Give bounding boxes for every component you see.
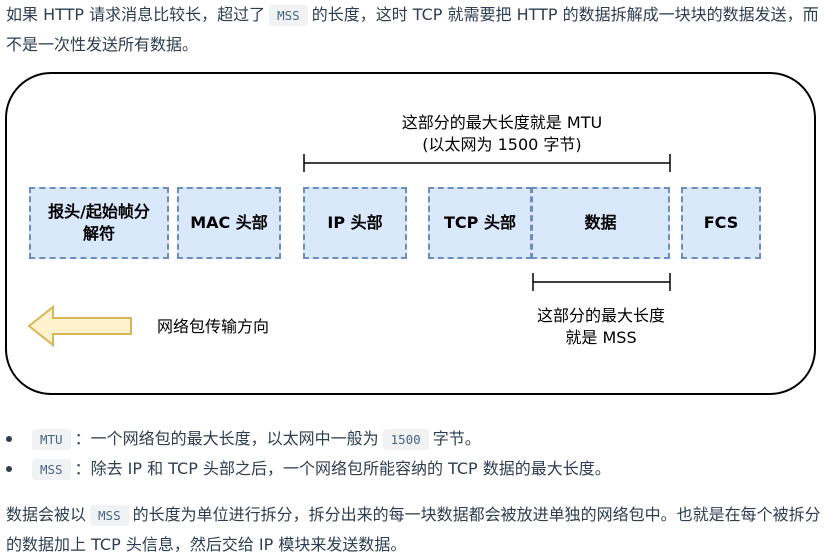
list-text-mtu-2: 字节。 [432,429,481,448]
outro-text-2: 的长度为单位进行拆分，拆分出来的每一块数据都会被放进单独的网络包中。也就是在每个… [6,505,821,554]
mss-label: 这部分的最大长度 就是 MSS [501,305,701,349]
list-item-mss: MSS：除去 IP 和 TCP 头部之后，一个网络包所能容纳的 TCP 数据的最… [0,454,828,484]
preamble-line1: 报头/起始帧分 [48,202,150,221]
mac-header-label: MAC 头部 [190,213,268,232]
mtu-bracket [303,154,671,172]
data-label: 数据 [584,213,617,232]
mtu-label-line1: 这部分的最大长度就是 MTU [401,113,603,132]
bullet-icon [6,436,12,442]
intro-code-mss: MSS [269,5,308,26]
preamble-line2: 解符 [82,224,115,243]
data-box: 数据 [531,187,670,259]
fcs-label: FCS [703,213,739,232]
direction-arrow-icon [27,304,132,348]
direction-label: 网络包传输方向 [157,317,270,336]
mtu-mss-diagram: 这部分的最大长度就是 MTU (以太网为 1500 字节) 报头/起始帧分 解符… [5,72,816,395]
mss-label-line2: 就是 MSS [565,328,637,347]
mss-label-line1: 这部分的最大长度 [536,306,665,325]
bullet-icon [6,466,12,472]
list-text-mtu-1: ：一个网络包的最大长度，以太网中一般为 [74,429,379,448]
list-code-mtu: MTU [32,429,71,450]
intro-text-1: 如果 HTTP 请求消息比较长，超过了 [6,5,266,24]
intro-text-2: 的长度，这时 TCP 就需要把 HTTP 的数据拆解成一块块的数据发送，而不是一… [6,5,819,54]
list-text-mss: ：除去 IP 和 TCP 头部之后，一个网络包所能容纳的 TCP 数据的最大长度… [74,459,611,478]
outro-text-1: 数据会被以 [6,505,87,524]
ip-header-label: IP 头部 [327,213,383,232]
tcp-header-box: TCP 头部 [428,187,532,259]
bracket-lines [27,154,671,348]
list-code-1500: 1500 [382,429,429,450]
mtu-label: 这部分的最大长度就是 MTU (以太网为 1500 字节) [337,112,667,156]
mss-bracket [532,273,671,291]
tcp-header-label: TCP 头部 [444,213,516,232]
fcs-box: FCS [681,187,761,259]
ip-header-box: IP 头部 [303,187,407,259]
mtu-label-line2: (以太网为 1500 字节) [422,135,582,154]
outro-code-mss: MSS [90,505,129,526]
mac-header-box: MAC 头部 [177,187,281,259]
preamble-box: 报头/起始帧分 解符 [29,187,169,259]
list-code-mss: MSS [32,459,71,480]
